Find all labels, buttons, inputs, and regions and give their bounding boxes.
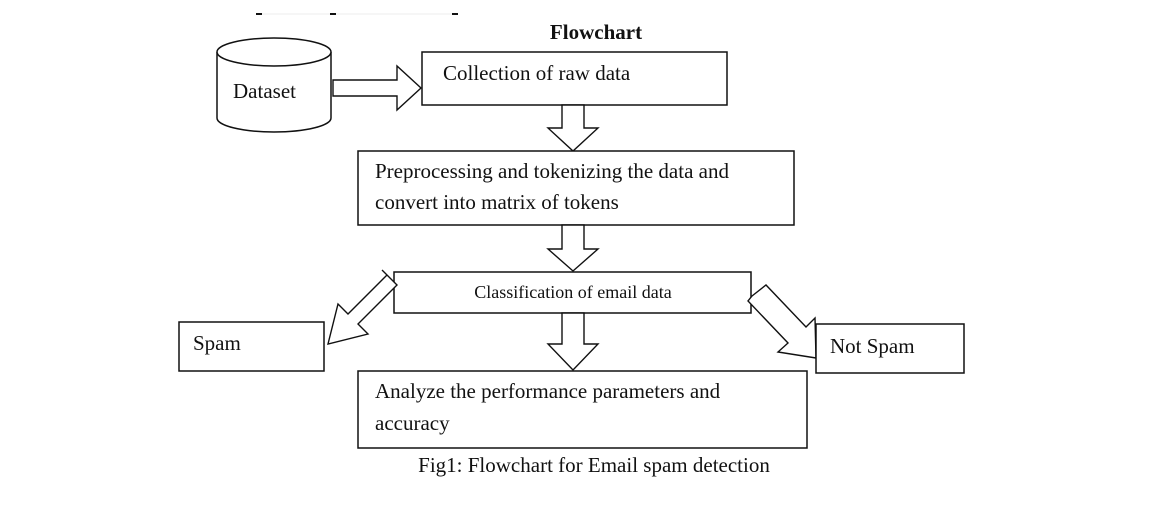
figure-caption: Fig1: Flowchart for Email spam detection — [418, 453, 770, 477]
classification-label: Classification of email data — [474, 282, 671, 302]
arrow-dataset-to-collection — [332, 64, 423, 112]
analyze-label-line2: accuracy — [375, 411, 450, 435]
diagram-title: Flowchart — [550, 20, 642, 44]
arrow-classification-to-analyze — [546, 312, 600, 372]
preprocess-box: Preprocessing and tokenizing the data an… — [357, 150, 795, 226]
arrow-classification-to-spam — [327, 269, 398, 345]
arrow-preprocess-to-classification — [546, 224, 600, 272]
analyze-label-line1: Analyze the performance parameters and — [375, 379, 721, 403]
spam-label: Spam — [193, 331, 241, 355]
collection-label: Collection of raw data — [443, 61, 631, 85]
analyze-box: Analyze the performance parameters and a… — [357, 370, 808, 449]
dataset-cylinder: Dataset — [216, 37, 332, 133]
spam-box: Spam — [178, 321, 325, 372]
collection-box: Collection of raw data — [421, 51, 728, 106]
dataset-label: Dataset — [233, 79, 296, 103]
preprocess-label-line2: convert into matrix of tokens — [375, 190, 619, 214]
not-spam-box: Not Spam — [815, 323, 965, 374]
not-spam-label: Not Spam — [830, 334, 915, 358]
arrow-classification-to-not-spam — [747, 284, 817, 359]
classification-box: Classification of email data — [393, 271, 752, 314]
preprocess-label-line1: Preprocessing and tokenizing the data an… — [375, 159, 729, 183]
arrow-collection-to-preprocess — [546, 104, 600, 152]
